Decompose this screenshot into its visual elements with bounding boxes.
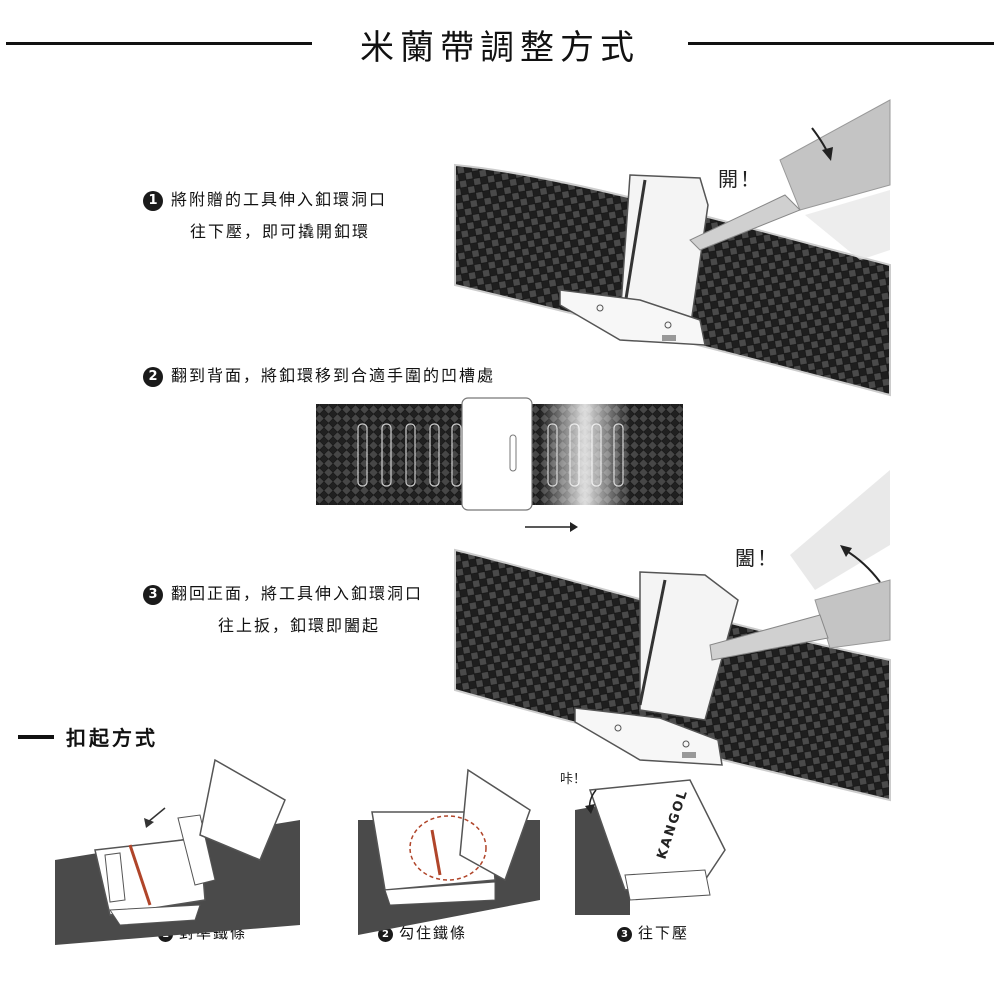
tool-handle-1 (779, 99, 891, 211)
clasp-section-heading: 扣起方式 (18, 722, 158, 751)
clasp-fig-1 (55, 758, 300, 945)
clasp-fig-3: KANGOL 咔！ (560, 772, 726, 915)
section-dash (18, 735, 54, 739)
tool-ghost-1 (805, 190, 890, 260)
page-title: 米蘭帶調整方式 (360, 28, 640, 68)
clasp-back (461, 397, 533, 511)
figure-2-back-side (316, 397, 683, 532)
clasp-section-title: 扣起方式 (66, 726, 158, 750)
step-2-text: 翻到背面，將釦環移到合適手圍的凹槽處 (171, 366, 496, 385)
clasp-step-3-caption: 3 往下壓 (617, 922, 689, 943)
open-exclaim: 開！ (718, 167, 762, 191)
tool-ghost-3 (790, 470, 890, 590)
step-2-number: 2 (143, 367, 163, 387)
title-row: 米蘭帶調整方式 (0, 14, 1000, 70)
step-3-text: 翻回正面，將工具伸入釦環洞口 (171, 584, 424, 603)
clasp-bar-1 (623, 179, 647, 306)
clasp-lid-3 (639, 571, 739, 721)
clasp-step-3-label: 往下壓 (638, 924, 690, 942)
click-exclaim: 咔！ (560, 772, 586, 787)
step-2-line-1: 2 翻到背面，將釦環移到合適手圍的凹槽處 (143, 362, 495, 387)
clasp-bar-3 (638, 579, 667, 706)
slots-left (357, 423, 462, 487)
clasp-hole-1 (596, 304, 604, 312)
clasp-step-3-number: 3 (617, 927, 632, 942)
clasp-step-2-caption: 2 勾住鐵條 (378, 922, 467, 943)
clasp-base-3 (574, 707, 723, 766)
lid-1 (199, 758, 286, 861)
title-rule-right (688, 42, 994, 45)
figure-3-close-clasp: 闔！ (454, 470, 891, 802)
step-1-text: 將附贈的工具伸入釦環洞口 (171, 190, 388, 209)
clasp-ghost (540, 398, 630, 510)
step-1-line-1: 1 將附贈的工具伸入釦環洞口 (143, 186, 387, 211)
close-exclaim: 闔！ (735, 546, 779, 570)
bar-highlight-1 (128, 844, 152, 906)
step-1-line-2: 往下壓，即可撬開釦環 (190, 222, 371, 241)
clasp-closed (588, 779, 726, 891)
clasp-lid-1 (619, 174, 709, 331)
clasp-fig-2 (358, 768, 540, 935)
step-3-number: 3 (143, 585, 163, 605)
clasp-base-1 (559, 289, 706, 346)
clasp-logo-1 (662, 335, 676, 341)
tool-blade-3 (709, 614, 829, 661)
clasp-step-2-label: 勾住鐵條 (399, 924, 468, 942)
highlight-circle (409, 815, 487, 881)
lid-2 (459, 768, 531, 882)
step-3-line-1: 3 翻回正面，將工具伸入釦環洞口 (143, 580, 423, 605)
tool-blade-1 (689, 194, 801, 251)
figure-1-open-clasp: 開！ (454, 99, 891, 397)
step-1-number: 1 (143, 191, 163, 211)
clasp-step-2-number: 2 (378, 927, 393, 942)
title-rule-left (6, 42, 312, 45)
step-3-line-2: 往上扳，釦環即闔起 (218, 616, 381, 635)
